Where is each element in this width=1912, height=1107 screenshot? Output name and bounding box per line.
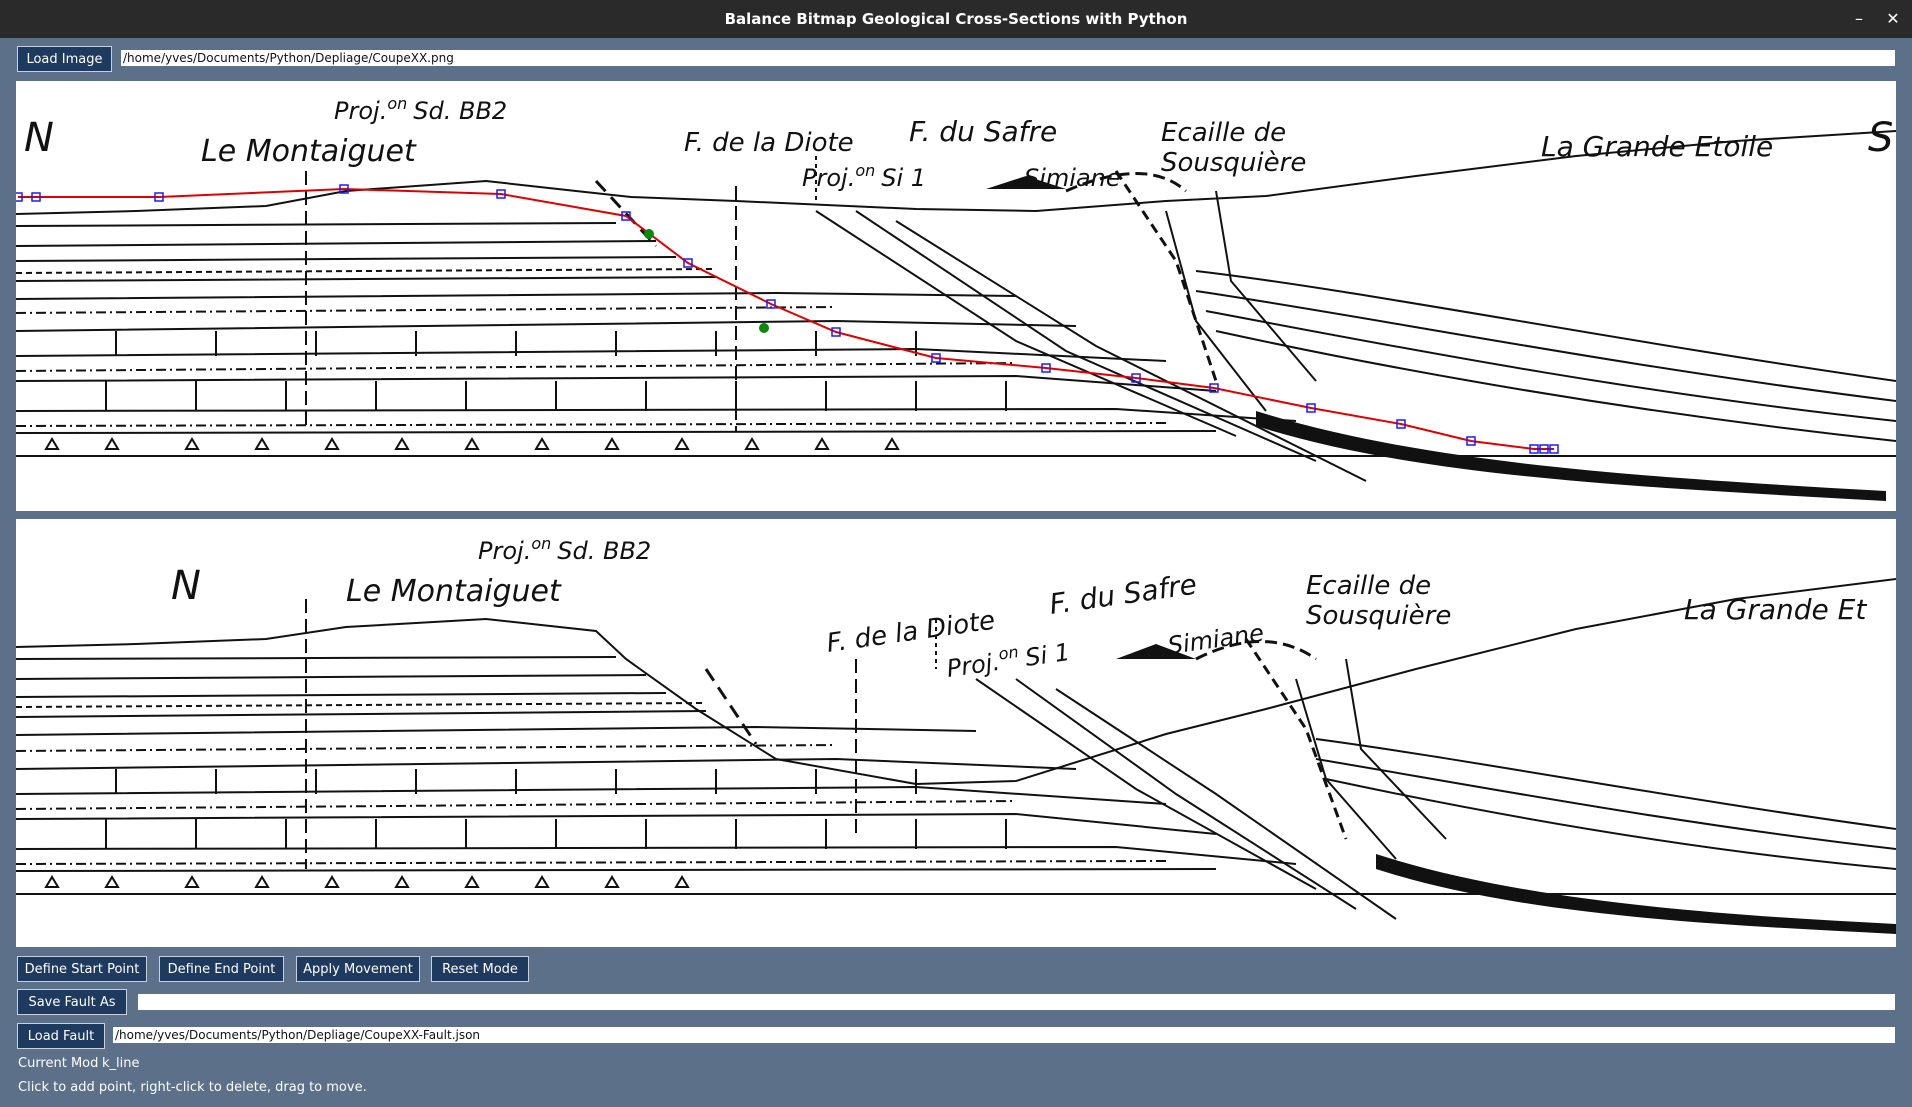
label-safre-restored: F. du Safre (1047, 568, 1198, 621)
mode-value: k_line (102, 1056, 140, 1071)
label-montaiguet: Le Montaiguet (201, 134, 417, 169)
end-point-marker[interactable] (759, 323, 769, 333)
reset-mode-button[interactable]: Reset Mode (431, 956, 529, 982)
label-ecaille-2: Sousquière (1161, 148, 1306, 178)
label-south: S (1868, 115, 1893, 161)
label-north: N (24, 115, 54, 161)
label-montaiguet-restored: Le Montaiguet (346, 574, 562, 609)
label-ecaille-1-restored: Ecaille de (1306, 571, 1431, 601)
save-fault-field[interactable] (138, 994, 1895, 1010)
mode-label: Current Mod (18, 1056, 99, 1071)
apply-movement-button[interactable]: Apply Movement (296, 956, 420, 982)
define-start-point-button[interactable]: Define Start Point (17, 956, 147, 982)
status-hint: Click to add point, right-click to delet… (18, 1080, 367, 1095)
fault-handles[interactable] (16, 184, 1559, 454)
label-etoile: La Grande Etoile (1541, 130, 1773, 163)
window-title: Balance Bitmap Geological Cross-Sections… (724, 10, 1188, 28)
minimize-icon[interactable]: – (1855, 9, 1863, 28)
title-bar: Balance Bitmap Geological Cross-Sections… (0, 0, 1912, 38)
save-fault-as-button[interactable]: Save Fault As (17, 989, 127, 1015)
define-end-point-button[interactable]: Define End Point (159, 956, 284, 982)
image-path-field[interactable]: /home/yves/Documents/Python/Depliage/Cou… (121, 50, 1895, 66)
load-fault-button[interactable]: Load Fault (17, 1023, 105, 1049)
label-diote: F. de la Diote (684, 128, 854, 158)
start-point-marker[interactable] (644, 229, 654, 239)
label-safre: F. du Safre (909, 115, 1057, 148)
fault-polyline[interactable] (18, 187, 1554, 450)
label-simiane-restored: Simiane (1166, 619, 1266, 660)
load-image-button[interactable]: Load Image (17, 46, 112, 72)
label-ecaille-2-restored: Sousquière (1306, 601, 1451, 631)
fault-path-field[interactable]: /home/yves/Documents/Python/Depliage/Cou… (113, 1027, 1895, 1043)
label-etoile-restored: La Grande Et (1684, 593, 1867, 626)
label-ecaille-1: Ecaille de (1161, 118, 1286, 148)
label-north-restored: N (171, 563, 201, 609)
label-simiane: Simiane (1024, 164, 1121, 192)
close-icon[interactable]: ✕ (1886, 9, 1900, 28)
